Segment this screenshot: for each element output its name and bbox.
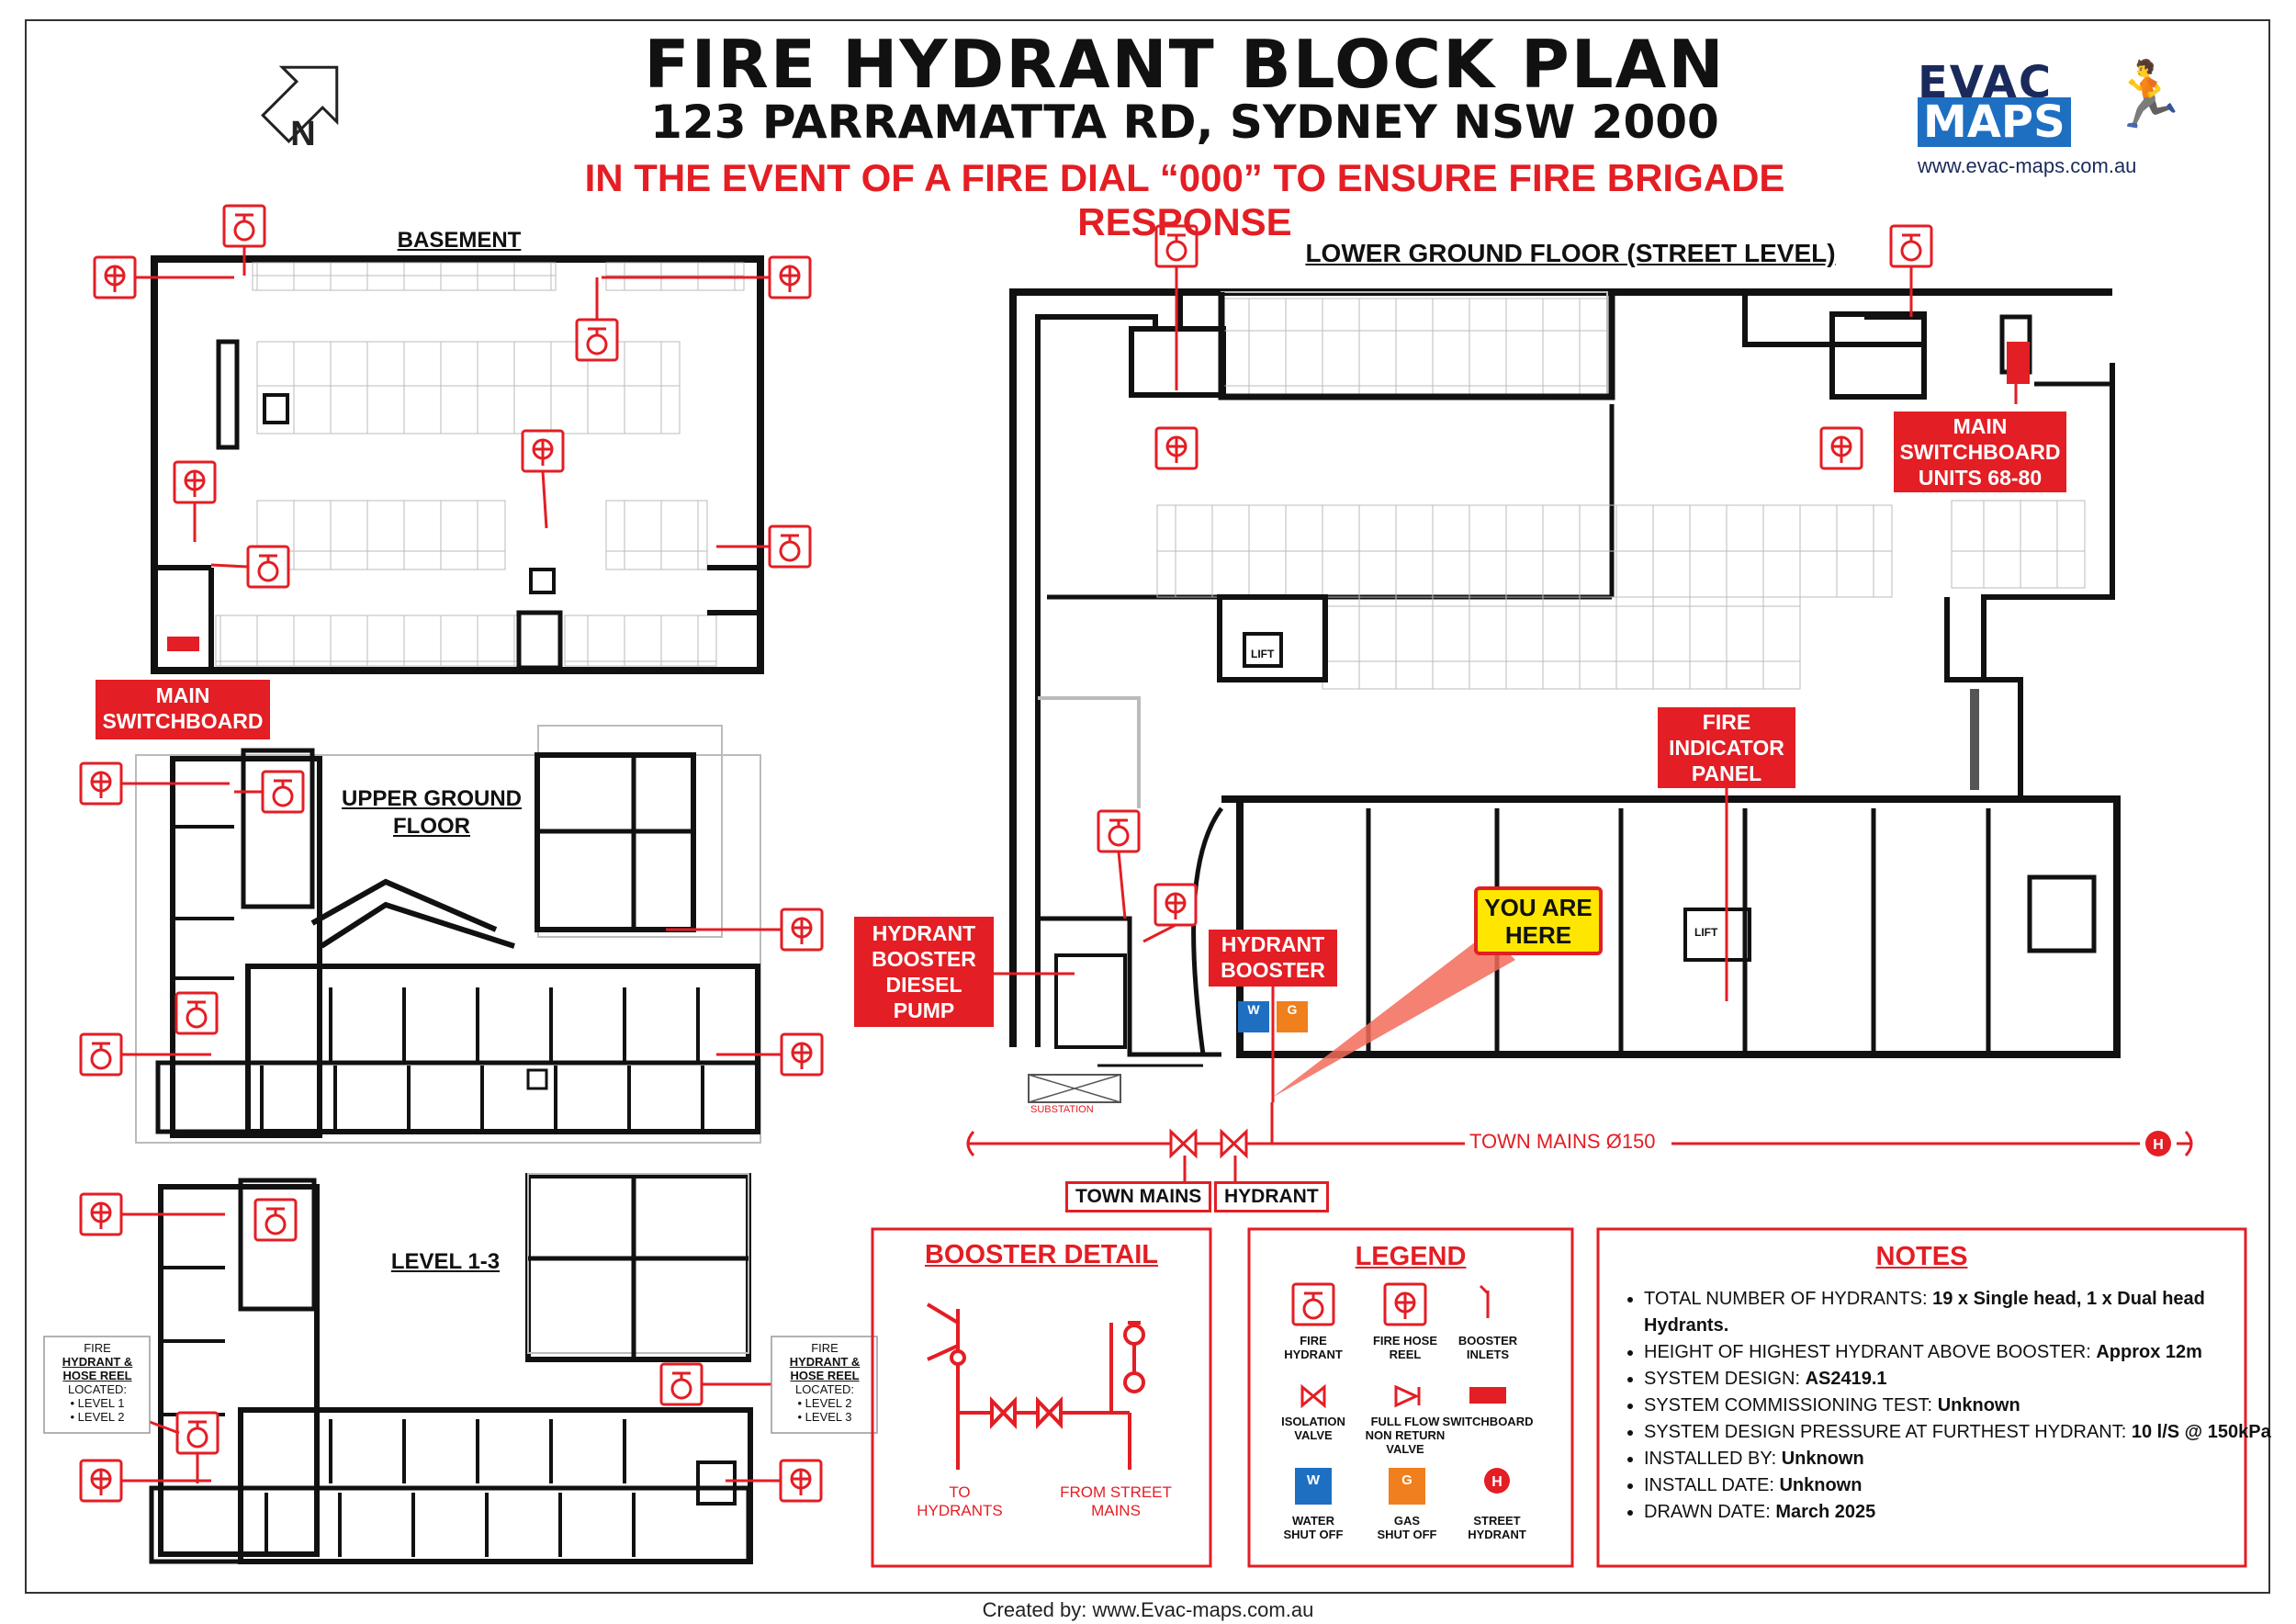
north-compass [261, 65, 339, 143]
booster-detail-title: BOOSTER DETAIL [924, 1240, 1159, 1269]
svg-text:G: G [1288, 1002, 1298, 1017]
booster-detail-box [871, 1227, 1212, 1568]
note-item: INSTALL DATE: Unknown [1644, 1472, 2278, 1499]
svg-text:H: H [2153, 1137, 2164, 1153]
note-item: TOTAL NUMBER OF HYDRANTS: 19 x Single he… [1644, 1286, 2278, 1339]
svg-text:W: W [1247, 1002, 1260, 1017]
basement-switchboard-icon [167, 637, 199, 651]
lower-ground-label: LOWER GROUND FLOOR (STREET LEVEL) [1305, 239, 1836, 267]
note-item: SYSTEM DESIGN: AS2419.1 [1644, 1366, 2278, 1393]
svg-text:W: W [1307, 1472, 1321, 1488]
town-mains-line-label: TOWN MAINS Ø150 [1469, 1130, 1656, 1153]
evac-maps-logo: EVAC MAPS www.evac-maps.com.au 🏃 [1910, 57, 2188, 177]
lower-ground-plan [1009, 288, 2121, 1103]
notes-list: TOTAL NUMBER OF HYDRANTS: 19 x Single he… [1607, 1286, 2278, 1526]
plan-title: FIRE HYDRANT BLOCK PLAN [644, 26, 1726, 103]
street-hydrant-icon [2145, 1131, 2171, 1156]
lift-label-2: LIFT [1694, 926, 1718, 939]
note-item: INSTALLED BY: Unknown [1644, 1446, 2278, 1472]
booster-detail-drawing [926, 1303, 1145, 1470]
legend-title: LEGEND [1355, 1242, 1467, 1271]
emergency-warning: IN THE EVENT OF A FIRE DIAL “000” TO ENS… [584, 156, 1785, 243]
running-man-icon: 🏃 [2108, 59, 2189, 130]
basement-plan [151, 255, 764, 674]
logo-maps: MAPS [1918, 97, 2071, 147]
level-1-3-label: LEVEL 1-3 [390, 1249, 501, 1274]
logo-url: www.evac-maps.com.au [1918, 154, 2137, 177]
upper-ground-plan [135, 725, 761, 1144]
substation-label: SUBSTATION [1030, 1104, 1094, 1115]
page-border [25, 19, 2270, 1594]
gas-shutoff-icon [1277, 1001, 1308, 1032]
town-mains-pipe [966, 1102, 2193, 1185]
town-mains-tag: TOWN MAINS [1065, 1181, 1212, 1212]
water-shutoff-icon [1238, 1001, 1269, 1032]
note-item: DRAWN DATE: March 2025 [1644, 1499, 2278, 1526]
basement-label: BASEMENT [397, 228, 522, 253]
hydrant-tag: HYDRANT [1214, 1181, 1329, 1212]
hose-right-box [771, 1336, 878, 1434]
note-item: SYSTEM DESIGN PRESSURE AT FURTHEST HYDRA… [1644, 1419, 2278, 1446]
note-item: HEIGHT OF HIGHEST HYDRANT ABOVE BOOSTER:… [1644, 1339, 2278, 1366]
you-are-here-cone [1272, 932, 1515, 1098]
lift-label: LIFT [1251, 648, 1275, 660]
legend-switchboard: SWITCHBOARD [1442, 1415, 1534, 1428]
svg-text:H: H [1491, 1474, 1503, 1490]
svg-text:G: G [1401, 1472, 1412, 1488]
note-item: SYSTEM COMMISSIONING TEST: Unknown [1644, 1393, 2278, 1419]
compass-n-label: N [290, 115, 315, 153]
plan-address: 123 PARRAMATTA RD, SYDNEY NSW 2000 [650, 96, 1719, 149]
footer-credit[interactable]: Created by: www.Evac-maps.com.au [982, 1598, 1314, 1621]
legend-box [1247, 1227, 1574, 1568]
notes-title: NOTES [1875, 1242, 1968, 1271]
notes-box [1596, 1227, 2247, 1568]
hose-left-box [43, 1336, 151, 1434]
